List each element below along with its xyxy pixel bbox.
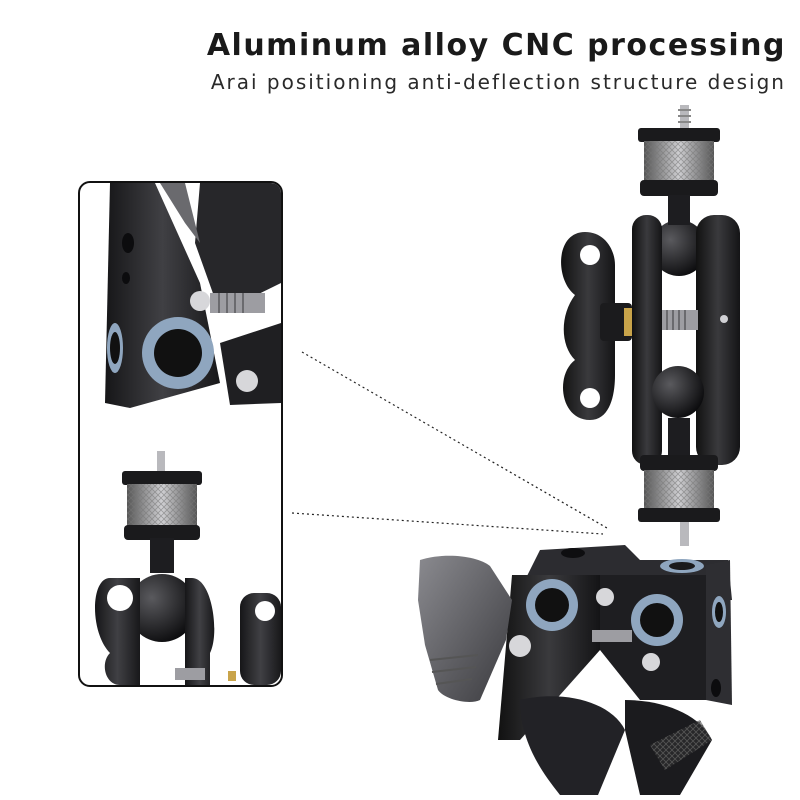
leader-lines: [291, 351, 608, 535]
clamp-knob-icon: [418, 555, 512, 702]
super-clamp: [418, 545, 732, 795]
headline-subtitle: Arai positioning anti-deflection structu…: [210, 70, 786, 94]
butterfly-knob-icon: [561, 232, 615, 420]
detail-inset: [78, 181, 283, 687]
inset-arm-closeup: [95, 451, 281, 685]
magic-arm: [561, 105, 740, 546]
headline-title: Aluminum alloy CNC processing: [206, 28, 786, 63]
inset-clamp-closeup: [105, 183, 281, 408]
inset-svg: [95, 183, 281, 685]
